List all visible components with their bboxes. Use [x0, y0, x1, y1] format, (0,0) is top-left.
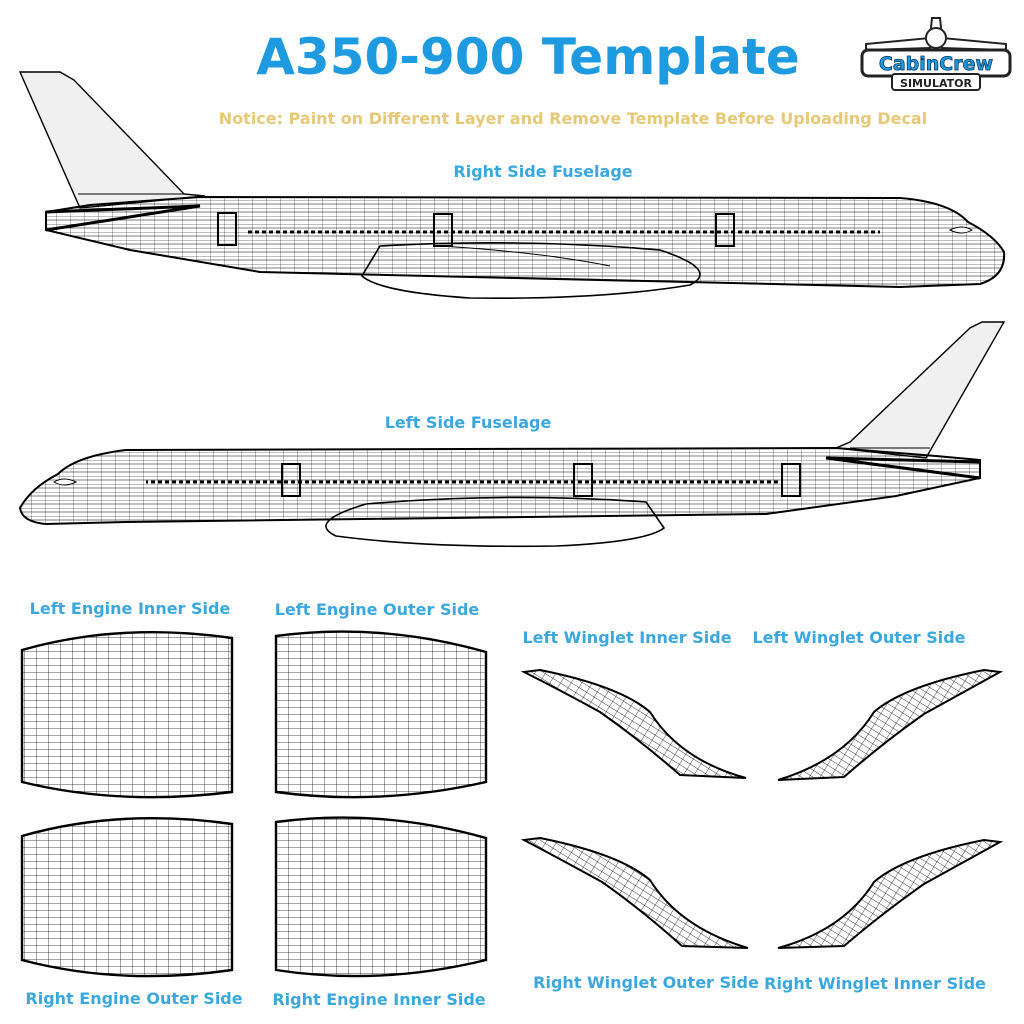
fuselage-body	[18, 446, 981, 526]
tail-fin	[833, 321, 1006, 459]
logo-line2: SIMULATOR	[900, 77, 972, 90]
notice-text: Notice: Paint on Different Layer and Rem…	[218, 109, 928, 128]
fuselage-body	[45, 195, 1006, 289]
right-winglet-outer-side	[520, 836, 749, 949]
label-right-winglet-outer: Right Winglet Outer Side	[533, 973, 759, 992]
right-engine-inner-side	[274, 816, 488, 978]
left-side-fuselage	[18, 321, 1006, 548]
tail-fin	[18, 71, 206, 209]
label-left-winglet-outer: Left Winglet Outer Side	[752, 628, 966, 647]
logo-line1: CabinCrew	[879, 53, 993, 75]
page-title: A350-900 Template	[256, 28, 800, 86]
label-right-engine-outer: Right Engine Outer Side	[25, 989, 243, 1008]
label-left-winglet-inner: Left Winglet Inner Side	[522, 628, 732, 647]
label-right-engine-inner: Right Engine Inner Side	[272, 990, 486, 1009]
right-winglet-inner-side	[777, 838, 1004, 949]
label-right-winglet-inner: Right Winglet Inner Side	[764, 974, 986, 993]
label-left-engine-inner: Left Engine Inner Side	[29, 599, 231, 618]
left-winglet-outer-side	[777, 668, 1004, 781]
label-right-fuselage: Right Side Fuselage	[453, 162, 633, 181]
left-winglet-inner-side	[520, 668, 747, 779]
left-engine-inner-side	[20, 631, 234, 799]
label-left-engine-outer: Left Engine Outer Side	[274, 600, 480, 619]
right-engine-outer-side	[20, 817, 234, 978]
label-left-fuselage: Left Side Fuselage	[384, 413, 552, 432]
right-side-fuselage	[18, 71, 1006, 300]
cabin-crew-simulator-logo: CabinCrew SIMULATOR	[860, 17, 1012, 91]
left-engine-outer-side	[274, 630, 488, 799]
